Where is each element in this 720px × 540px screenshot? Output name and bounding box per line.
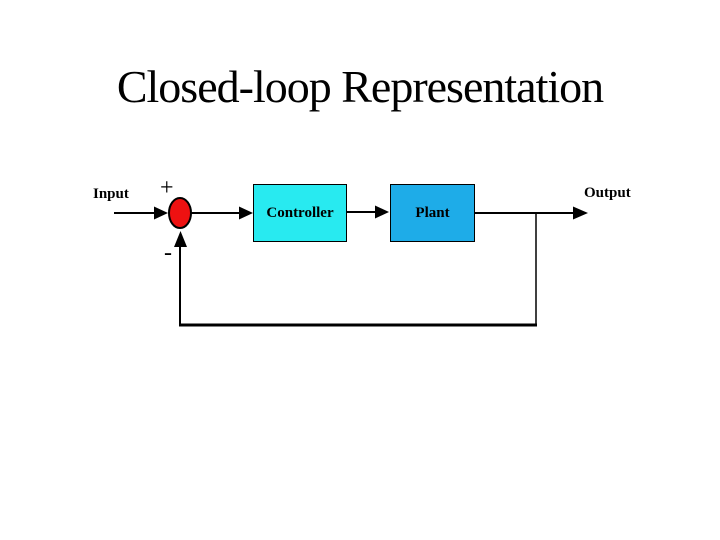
summing-junction xyxy=(168,197,192,229)
input-arrowhead-icon xyxy=(154,206,168,220)
plant-label: Plant xyxy=(415,204,450,221)
plus-sign: + xyxy=(160,175,174,201)
controller-block: Controller xyxy=(253,184,347,242)
feedback-arrowhead-icon xyxy=(174,231,187,247)
controller-label: Controller xyxy=(266,204,334,221)
slide-title: Closed-loop Representation xyxy=(116,61,604,112)
minus-sign: - xyxy=(164,240,172,266)
controller-arrowhead-icon xyxy=(239,206,253,220)
plant-arrowhead-icon xyxy=(375,205,389,219)
output-arrowhead-icon xyxy=(573,206,588,220)
output-label: Output xyxy=(584,185,631,201)
input-label: Input xyxy=(93,186,129,202)
plant-block: Plant xyxy=(390,184,475,242)
